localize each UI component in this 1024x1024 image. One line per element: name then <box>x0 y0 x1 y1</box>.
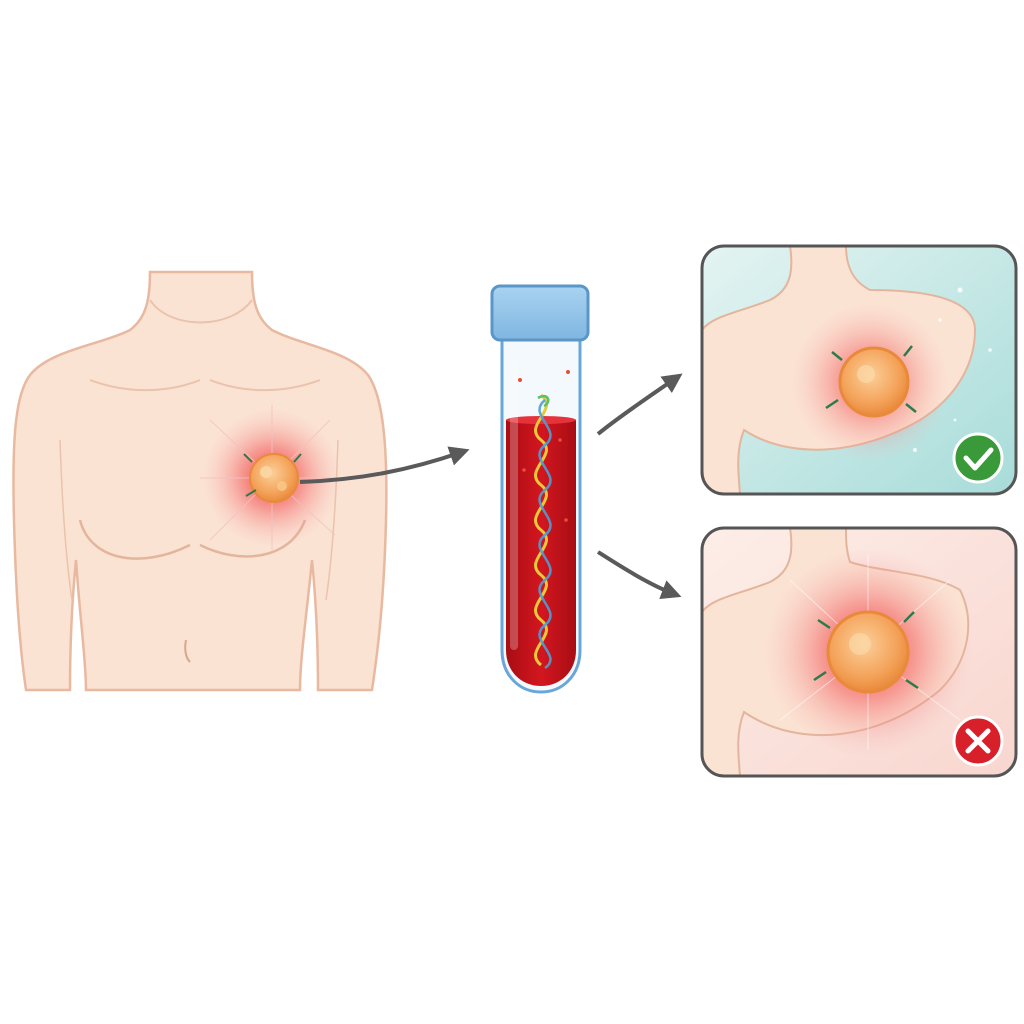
blood-sample-tube-icon <box>490 284 590 694</box>
dna-strand-yellow <box>534 393 548 667</box>
panel-border <box>700 244 1018 496</box>
torso-illustration <box>12 270 388 692</box>
blood-particles <box>518 370 570 522</box>
tumor-vessels <box>813 611 919 690</box>
arrow-tube-to-positive <box>596 373 683 436</box>
outcome-positive-panel <box>700 244 1018 496</box>
arrow-torso-to-tube <box>299 446 470 484</box>
collarbone-left <box>89 379 201 392</box>
sparkles <box>913 287 992 452</box>
tumor-mass <box>838 346 910 418</box>
navel <box>184 639 191 663</box>
torso-body <box>12 270 388 692</box>
tumor-mass <box>826 610 910 694</box>
dna-strand-blue <box>538 399 552 670</box>
tumor-mass <box>249 453 299 503</box>
arm-left-line <box>59 439 73 601</box>
flow-arrows <box>299 373 683 600</box>
panel-border <box>700 526 1018 778</box>
check-icon <box>952 432 1004 484</box>
cross-icon <box>952 715 1004 767</box>
tumor-vessels <box>243 453 302 497</box>
tube-cap <box>490 284 590 342</box>
torso-tumor <box>200 405 345 550</box>
tube-highlight <box>510 360 518 650</box>
breast-left-outline <box>78 519 191 560</box>
collarbone-right <box>209 379 321 392</box>
dna-strand-green <box>537 394 550 408</box>
neck-line <box>149 299 253 324</box>
arrow-tube-to-negative <box>596 550 682 600</box>
outcome-negative-panel <box>700 526 1018 778</box>
tumor-vessels <box>825 345 917 413</box>
